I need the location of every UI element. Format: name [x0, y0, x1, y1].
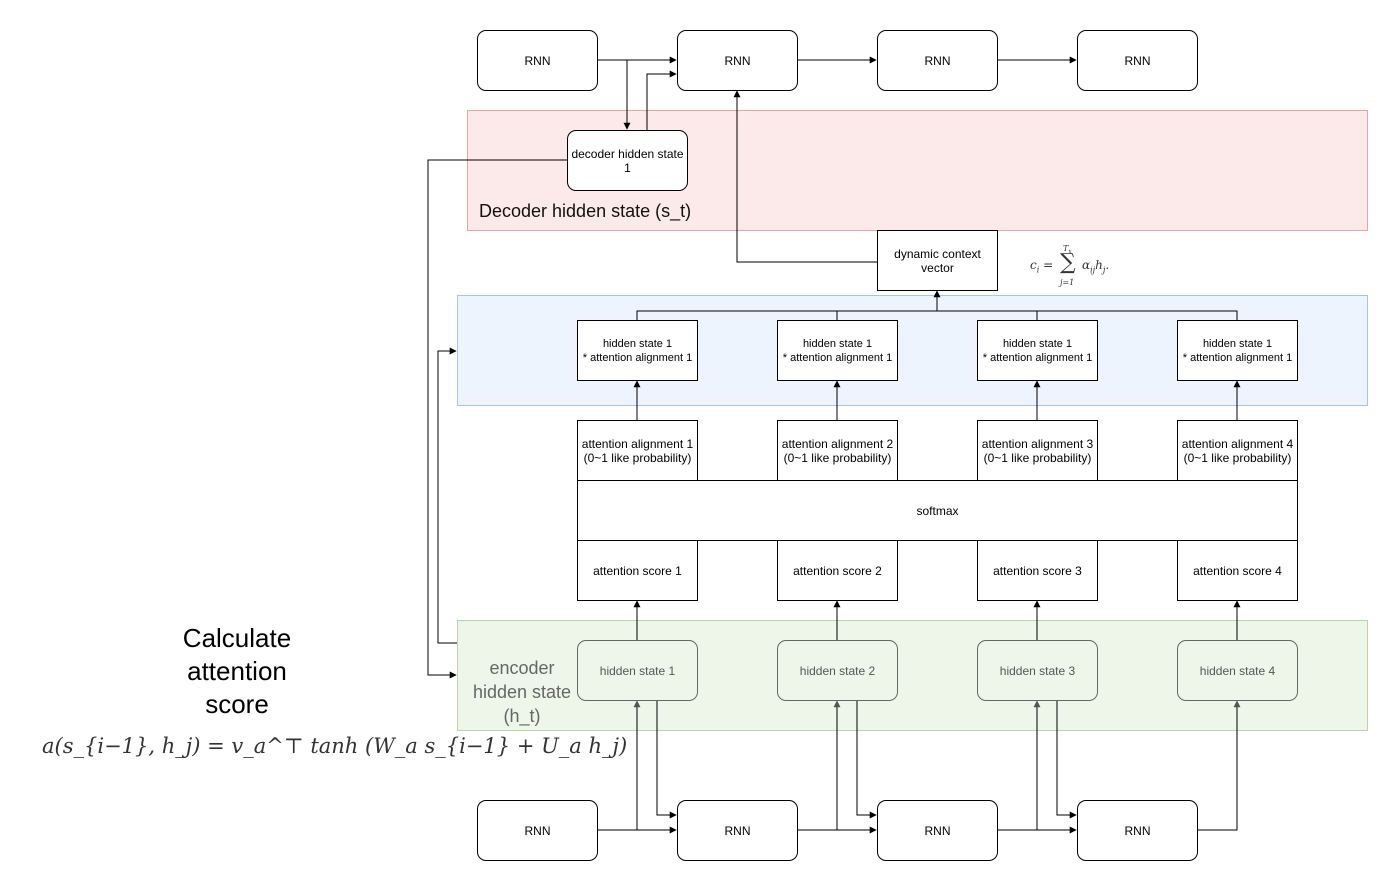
- wire-encoder-weighted: [437, 347, 457, 644]
- weighted-hidden-state-1: hidden state 1 * attention alignment 1: [577, 320, 698, 381]
- attention-score-1: attention score 1: [577, 540, 698, 601]
- attention-alignment-4: attention alignment 4 (0~1 like probabil…: [1177, 420, 1298, 481]
- wire-hidden3-encrnn4: [1056, 701, 1077, 819]
- wire-hidden2-encrnn3: [856, 701, 877, 819]
- decoder-rnn-1: RNN: [477, 30, 598, 91]
- decoder-rnn-4: RNN: [1077, 30, 1198, 91]
- wire-hidden1-encrnn2: [656, 701, 677, 819]
- decoder-hidden-state-box: decoder hidden state 1: [567, 130, 688, 191]
- weighted-hidden-state-2: hidden state 1 * attention alignment 1: [777, 320, 898, 381]
- encoder-hidden-state-3: hidden state 3: [977, 640, 1098, 701]
- weighted-hidden-state-4: hidden state 1 * attention alignment 1: [1177, 320, 1298, 381]
- wire-weighted-bus: [636, 310, 1238, 320]
- encoder-rnn-4: RNN: [1077, 800, 1198, 861]
- decoder-region-label: Decoder hidden state (s_t): [479, 201, 692, 221]
- encoder-rnn-2: RNN: [677, 800, 798, 861]
- encoder-hidden-state-1: hidden state 1: [577, 640, 698, 701]
- wire-context-rnn2: [733, 90, 877, 263]
- decoder-rnn-3: RNN: [877, 30, 998, 91]
- decoder-rnn-2: RNN: [677, 30, 798, 91]
- wire-encrnn4-hidden4: [1197, 700, 1241, 831]
- attention-score-formula: a(s_{i−1}, h_j) = v_a^⊤ tanh (W_a s_{i−1…: [42, 734, 628, 758]
- softmax-box: softmax: [577, 480, 1298, 541]
- attention-score-2: attention score 2: [777, 540, 898, 601]
- weighted-hidden-state-3: hidden state 1 * attention alignment 1: [977, 320, 1098, 381]
- wire-weighted-bus-mid: [836, 311, 1038, 320]
- encoder-hidden-state-2: hidden state 2: [777, 640, 898, 701]
- encoder-rnn-3: RNN: [877, 800, 998, 861]
- encoder-rnn-1: RNN: [477, 800, 598, 861]
- attention-alignment-3: attention alignment 3 (0~1 like probabil…: [977, 420, 1098, 481]
- dynamic-context-vector-box: dynamic context vector: [877, 230, 998, 291]
- calculate-attention-score-title: Calculate attention score: [182, 623, 292, 719]
- attention-alignment-2: attention alignment 2 (0~1 like probabil…: [777, 420, 898, 481]
- wire-dechidden-rnn2: [646, 70, 677, 130]
- encoder-hidden-state-4: hidden state 4: [1177, 640, 1298, 701]
- attention-score-3: attention score 3: [977, 540, 1098, 601]
- wire-dechidden-encoder: [427, 159, 567, 679]
- attention-alignment-1: attention alignment 1 (0~1 like probabil…: [577, 420, 698, 481]
- wire-rnn1-dechidden: [597, 59, 631, 130]
- encoder-region-label: encoder hidden state (h_t): [472, 658, 572, 726]
- attention-score-4: attention score 4: [1177, 540, 1298, 601]
